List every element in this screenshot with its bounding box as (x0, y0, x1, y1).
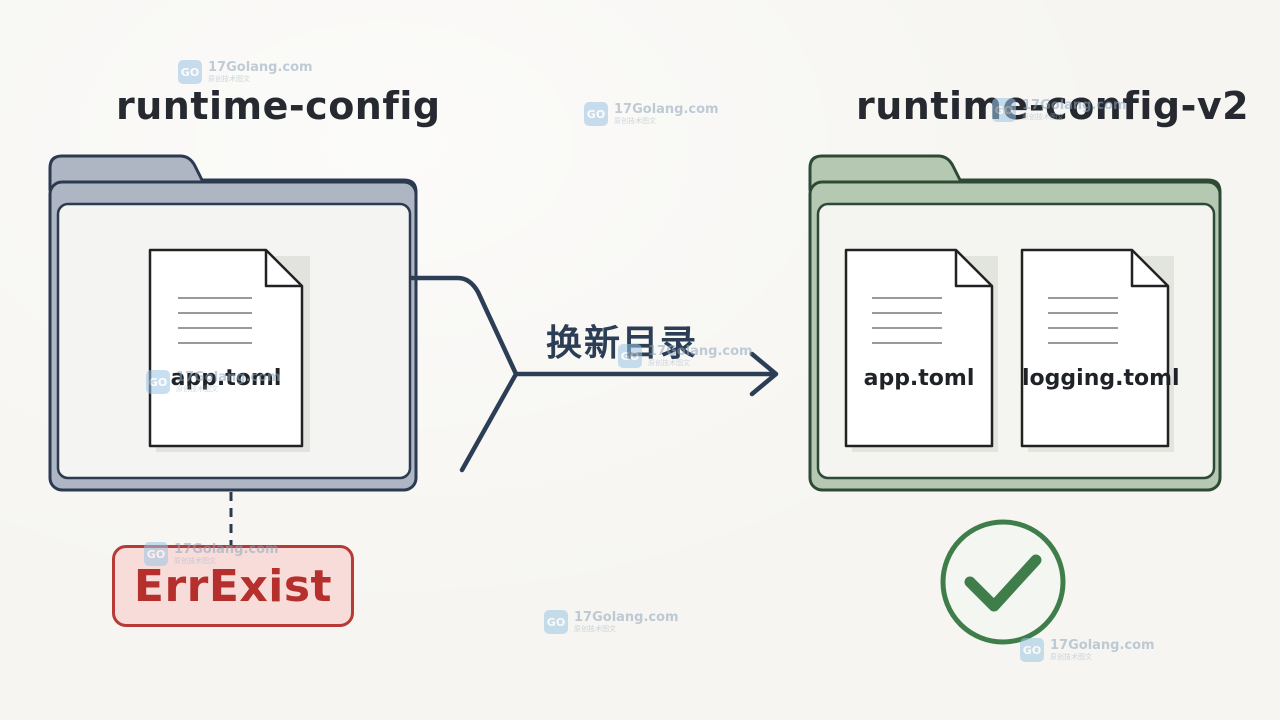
watermark-logo-icon: GO (584, 102, 608, 126)
watermark-text: 17Golang.com (208, 60, 313, 75)
watermark-subtext: 原创技术图文 (574, 625, 616, 633)
watermark-logo-icon: GO (618, 344, 642, 368)
right-file-document-icon (844, 248, 998, 452)
watermark-text: 17Golang.com (574, 610, 679, 625)
watermark-subtext: 原创技术图文 (614, 117, 656, 125)
checkmark-circle-icon (940, 519, 1066, 645)
transition-arrow (409, 275, 779, 473)
watermark-text: 17Golang.com (1050, 638, 1155, 653)
right-file-label: app.toml (863, 366, 975, 391)
watermark-subtext: 原创技术图文 (174, 557, 216, 565)
watermark-text: 17Golang.com (176, 370, 281, 385)
left-folder-title: runtime-config (116, 84, 441, 128)
watermark-logo-icon: GO (544, 610, 568, 634)
watermark-logo-icon: GO (992, 98, 1016, 122)
watermark-subtext: 原创技术图文 (1022, 113, 1064, 121)
watermark-logo-icon: GO (146, 370, 170, 394)
left-file-document-icon (148, 248, 310, 452)
watermark-logo-icon: GO (178, 60, 202, 84)
right-folder-title: runtime-config-v2 (856, 84, 1250, 128)
watermark-text: 17Golang.com (648, 344, 753, 359)
right-file-document-icon (1020, 248, 1174, 452)
left-file-label: app.toml (170, 366, 282, 391)
watermark-logo-icon: GO (144, 542, 168, 566)
watermark-subtext: 原创技术图文 (1050, 653, 1092, 661)
watermark-text: 17Golang.com (614, 102, 719, 117)
watermark-subtext: 原创技术图文 (648, 359, 690, 367)
watermark-logo-icon: GO (1020, 638, 1044, 662)
watermark-text: 17Golang.com (1022, 98, 1127, 113)
watermark-subtext: 原创技术图文 (176, 385, 218, 393)
watermark-text: 17Golang.com (174, 542, 279, 557)
right-file-label: logging.toml (1022, 366, 1180, 391)
watermark-subtext: 原创技术图文 (208, 75, 250, 83)
